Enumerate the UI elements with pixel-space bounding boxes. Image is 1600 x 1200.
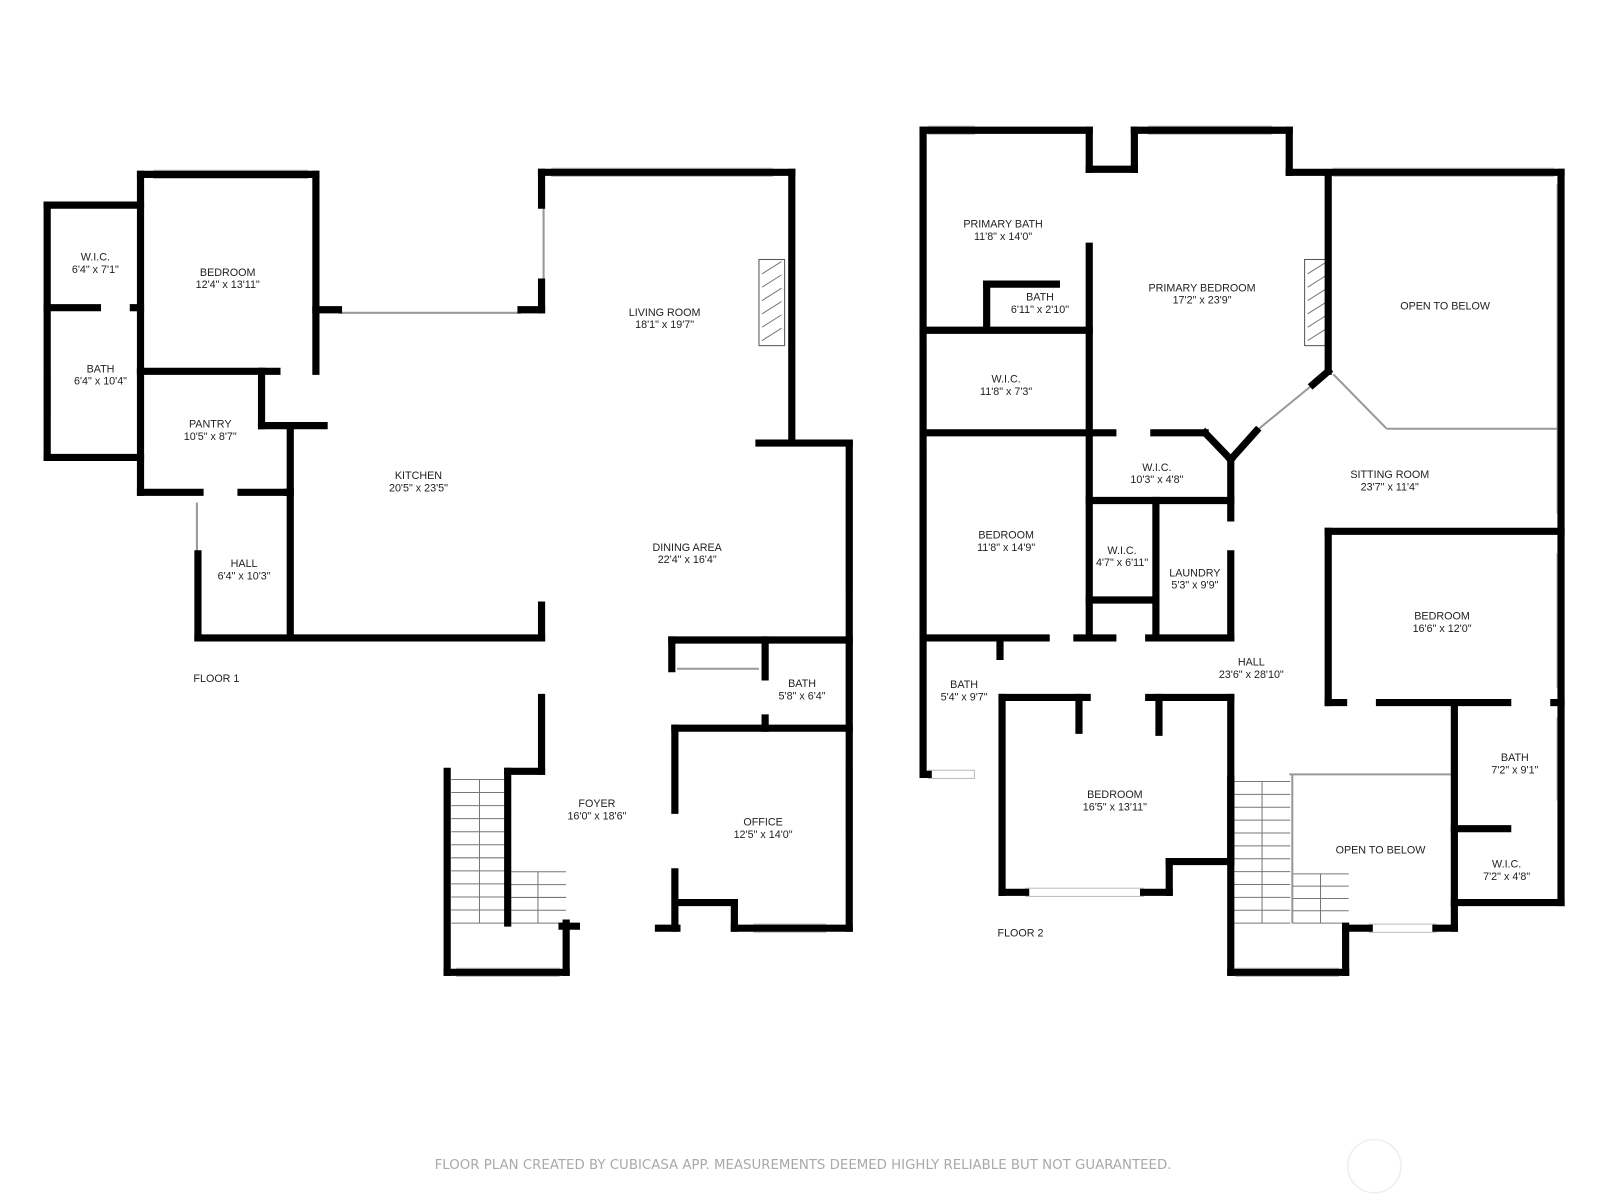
window: [1025, 887, 1145, 897]
room-dimensions: 11'8" x 14'9": [977, 542, 1035, 554]
fireplace-hatch: [761, 327, 782, 341]
room-dimensions: 5'8" x 6'4": [779, 690, 826, 702]
room-name: BATH: [1026, 292, 1054, 304]
room-dimensions: 10'5" x 8'7": [184, 431, 237, 443]
room-dimensions: 10'3" x 4'8": [1130, 474, 1183, 486]
room-dimensions: 12'4" x 13'11": [196, 279, 260, 291]
room-name: PRIMARY BATH: [963, 219, 1042, 231]
room-name: PRIMARY BEDROOM: [1148, 282, 1255, 294]
room-name: KITCHEN: [395, 470, 442, 482]
room-name: BATH: [1501, 752, 1529, 764]
room-name: OPEN TO BELOW: [1400, 301, 1491, 313]
room-name: HALL: [1238, 657, 1265, 669]
room-name: SITTING ROOM: [1350, 469, 1429, 481]
window: [927, 769, 975, 779]
room-dimensions: 6'4" x 10'3": [218, 570, 271, 582]
room-name: BEDROOM: [1087, 789, 1143, 801]
floor-label: FLOOR 1: [193, 673, 239, 685]
room-name: W.I.C.: [1142, 462, 1171, 474]
room-dimensions: 12'5" x 14'0": [734, 829, 793, 841]
room-dimensions: 16'0" x 18'6": [567, 810, 626, 822]
room-dimensions: 6'4" x 10'4": [74, 376, 127, 388]
wall: [1200, 427, 1236, 465]
room-name: W.I.C.: [992, 374, 1021, 386]
railing-line: [1332, 373, 1388, 430]
room-name: LAUNDRY: [1169, 567, 1220, 579]
room-name: BEDROOM: [1414, 610, 1470, 622]
watermark-logo: [1346, 1138, 1402, 1194]
room-dimensions: 23'7" x 11'4": [1361, 481, 1419, 493]
fireplace-hatch: [1307, 261, 1328, 275]
room-dimensions: 6'4" x 7'1": [72, 264, 119, 276]
room-dimensions: 11'8" x 14'0": [974, 231, 1032, 243]
room-name: LIVING ROOM: [629, 307, 701, 319]
footer-disclaimer: FLOOR PLAN CREATED BY CUBICASA APP. MEAS…: [435, 1158, 1172, 1173]
walls: [43, 126, 1565, 976]
fireplace-hatch: [1307, 274, 1328, 288]
room-dimensions: 7'2" x 9'1": [1491, 764, 1538, 776]
room-name: W.I.C.: [81, 252, 110, 264]
fireplace-hatch: [761, 301, 782, 315]
room-dimensions: 7'2" x 4'8": [1483, 871, 1530, 883]
room-dimensions: 16'5" x 13'11": [1083, 801, 1147, 813]
room-name: DINING AREA: [653, 542, 723, 554]
room-name: BEDROOM: [200, 267, 256, 279]
room-dimensions: 22'4" x 16'4": [658, 554, 717, 566]
fireplace-hatch: [1307, 314, 1328, 328]
room-name: W.I.C.: [1107, 545, 1136, 557]
fireplace-hatch: [761, 274, 782, 288]
fireplace-hatch: [1307, 287, 1328, 301]
room-name: BEDROOM: [978, 529, 1034, 541]
room-dimensions: 16'6" x 12'0": [1413, 623, 1472, 635]
fireplace-hatch: [761, 261, 782, 275]
room-dimensions: 17'2" x 23'9": [1173, 295, 1232, 307]
railing-line: [1255, 383, 1314, 432]
window: [1368, 923, 1437, 933]
room-name: BATH: [950, 679, 978, 691]
room-name: BATH: [87, 363, 115, 375]
fireplace-hatch: [761, 314, 782, 328]
floor-label: FLOOR 2: [998, 927, 1044, 939]
room-dimensions: 11'8" x 7'3": [980, 386, 1032, 398]
room-dimensions: 18'1" x 19'7": [635, 319, 694, 331]
room-name: FOYER: [578, 798, 615, 810]
room-dimensions: 4'7" x 6'11": [1096, 557, 1148, 569]
room-name: PANTRY: [189, 419, 232, 431]
room-dimensions: 23'6" x 28'10": [1219, 669, 1284, 681]
room-dimensions: 5'4" x 9'7": [941, 692, 988, 704]
fireplace-hatch: [1307, 327, 1328, 341]
room-dimensions: 5'3" x 9'9": [1171, 580, 1218, 592]
room-dimensions: 6'11" x 2'10": [1011, 304, 1069, 316]
room-name: OFFICE: [743, 817, 782, 829]
wall: [1307, 366, 1334, 390]
room-name: W.I.C.: [1492, 859, 1521, 871]
thin-lines: [195, 205, 1557, 924]
room-name: OPEN TO BELOW: [1336, 844, 1427, 856]
room-name: BATH: [788, 678, 816, 690]
fireplace-hatch: [761, 287, 782, 301]
room-dimensions: 20'5" x 23'5": [389, 482, 448, 494]
fireplace-hatch: [1307, 301, 1328, 315]
room-name: HALL: [231, 558, 258, 570]
wall: [1225, 425, 1262, 465]
